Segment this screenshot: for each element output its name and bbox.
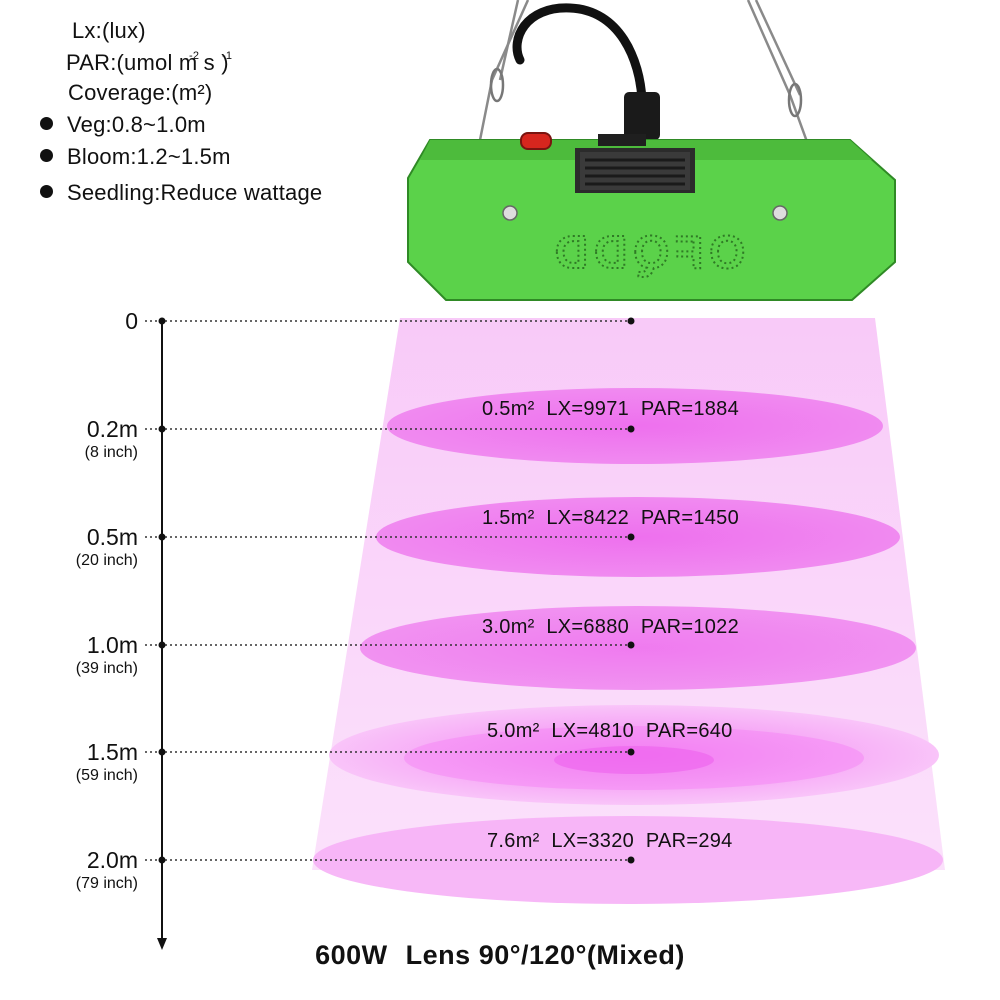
stat-label-1: 0.5m² LX=9971 PAR=1884: [482, 398, 739, 421]
lamp-body: [407, 139, 896, 301]
stat-label-4: 5.0m² LX=4810 PAR=640: [487, 720, 733, 743]
distance-inches: (8 inch): [84, 444, 138, 461]
distance-meters: 1.5m: [86, 739, 138, 765]
stat-par: PAR=1450: [640, 507, 740, 529]
center-dot: [627, 533, 635, 541]
stat-par: PAR=1022: [640, 616, 740, 638]
center-dot: [627, 317, 635, 325]
legend-coverage: Coverage:(m²): [68, 80, 213, 105]
distance-label-0: 0: [125, 309, 138, 333]
grow-light-lamp: OFQDD: [407, 0, 896, 301]
bullet-icon: [40, 117, 53, 130]
distance-label-5: 2.0m (79 inch): [76, 848, 138, 894]
legend-lux: Lx:(lux): [72, 18, 146, 43]
distance-inches: (59 inch): [75, 767, 138, 784]
stat-coverage: 7.6m²: [487, 830, 540, 852]
stat-lux: LX=6880: [546, 616, 630, 638]
bullet-icon: [40, 149, 53, 162]
distance-label-4: 1.5m (59 inch): [76, 740, 138, 786]
bullet-icon: [40, 185, 53, 198]
stat-label-3: 3.0m² LX=6880 PAR=1022: [482, 616, 739, 639]
distance-meters: 1.0m: [86, 632, 138, 658]
stat-coverage: 1.5m²: [482, 507, 535, 529]
center-dot: [627, 856, 635, 864]
distance-inches: (39 inch): [75, 660, 138, 677]
legend-par-exp2: -1: [222, 50, 233, 62]
power-cord-icon: [512, 3, 647, 105]
coverage-ellipse-2: [376, 497, 900, 577]
distance-meters: 0: [125, 308, 138, 334]
legend-seedling: Seedling:Reduce wattage: [40, 178, 322, 208]
distance-label-3: 1.0m (39 inch): [76, 633, 138, 679]
center-dot: [627, 425, 635, 433]
distance-label-1: 0.2m (8 inch): [85, 417, 138, 463]
coverage-ellipse-4-core: [554, 746, 714, 774]
distance-inches: (79 inch): [75, 875, 138, 892]
legend-bloom-text: Bloom:1.2~1.5m: [67, 144, 231, 169]
stat-par: PAR=640: [645, 720, 733, 742]
coverage-ellipse-1: [387, 388, 883, 464]
stat-lux: LX=8422: [546, 507, 630, 529]
legend-bloom: Bloom:1.2~1.5m: [40, 142, 231, 172]
stat-coverage: 3.0m²: [482, 616, 535, 638]
legend-veg-text: Veg:0.8~1.0m: [67, 112, 206, 137]
footer-power: 600W: [315, 940, 388, 970]
legend-par: PAR:(umol m s ): [66, 48, 229, 78]
stat-par: PAR=1884: [640, 398, 740, 420]
stat-label-2: 1.5m² LX=8422 PAR=1450: [482, 507, 739, 530]
distance-meters: 2.0m: [86, 847, 138, 873]
distance-meters: 0.5m: [86, 524, 138, 550]
power-switch-icon: [520, 132, 552, 150]
stat-coverage: 0.5m²: [482, 398, 535, 420]
legend-par-text: PAR:(umol m s ): [66, 50, 229, 75]
distance-label-2: 0.5m (20 inch): [76, 525, 138, 571]
axis-tick-dot: [158, 317, 166, 325]
coverage-ellipse-3: [360, 606, 916, 690]
fan-grille-icon: [575, 134, 695, 193]
lamp-brand-text: OFQDD: [549, 226, 745, 278]
center-dot: [627, 748, 635, 756]
distance-inches: (20 inch): [75, 552, 138, 569]
stat-coverage: 5.0m²: [487, 720, 540, 742]
stat-label-5: 7.6m² LX=3320 PAR=294: [487, 830, 733, 853]
axis-tick-dot: [158, 641, 166, 649]
footer-lens: Lens 90°/120°(Mixed): [405, 940, 685, 970]
center-dot: [627, 641, 635, 649]
stat-lux: LX=3320: [551, 830, 635, 852]
axis-tick-dot: [158, 425, 166, 433]
axis-tick-dot: [158, 533, 166, 541]
axis-arrow-icon: [157, 938, 167, 950]
legend-par-exp1: -2: [189, 50, 200, 62]
legend-seedling-text: Seedling:Reduce wattage: [67, 180, 323, 205]
distance-meters: 0.2m: [86, 416, 138, 442]
stat-lux: LX=4810: [551, 720, 635, 742]
stat-par: PAR=294: [645, 830, 733, 852]
axis-tick-dot: [158, 748, 166, 756]
legend-veg: Veg:0.8~1.0m: [40, 110, 206, 140]
footer-caption: 600W Lens 90°/120°(Mixed): [0, 940, 1000, 971]
stat-lux: LX=9971: [546, 398, 630, 420]
axis-tick-dot: [158, 856, 166, 864]
